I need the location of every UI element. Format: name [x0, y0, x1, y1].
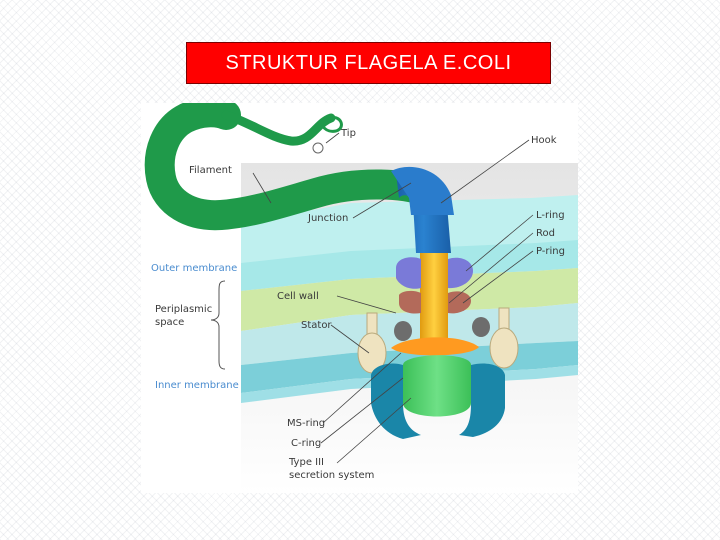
hook-top — [391, 166, 454, 215]
filament-tip-curl — [320, 116, 343, 133]
p-ring-right — [448, 291, 471, 314]
type-iii-secretion-system — [403, 355, 471, 417]
label-hook: Hook — [531, 135, 557, 146]
label-outer-membrane: Outer membrane — [151, 263, 237, 274]
label-p-ring: P-ring — [536, 246, 565, 257]
ms-ring — [391, 337, 479, 356]
periplasmic-bracket — [210, 280, 226, 370]
label-periplasmic-line1: Periplasmic — [155, 304, 212, 315]
label-junction: Junction — [307, 213, 348, 224]
rod — [420, 253, 448, 353]
flagellum-diagram: Tip Hook Filament Junction L-ring Rod P-… — [141, 103, 578, 493]
l-ring-left — [396, 257, 421, 289]
tip-icon — [312, 142, 324, 154]
page-title: STRUKTUR FLAGELA E.COLI — [225, 51, 512, 74]
p-ring-left — [399, 290, 421, 314]
label-periplasmic-line2: space — [155, 317, 184, 328]
label-filament: Filament — [189, 165, 232, 176]
label-c-ring: C-ring — [291, 438, 321, 449]
label-stator: Stator — [301, 320, 332, 331]
c-ring-right — [459, 363, 505, 437]
label-ms-ring: MS-ring — [287, 418, 325, 429]
stator-right — [489, 307, 519, 369]
filament-tail — [221, 110, 336, 146]
label-l-ring: L-ring — [536, 210, 565, 221]
filament — [144, 103, 441, 231]
title-box: STRUKTUR FLAGELA E.COLI — [186, 42, 551, 84]
l-ring-right — [448, 257, 473, 289]
leader-lines — [252, 132, 534, 464]
label-type3-line1: Type III — [288, 457, 324, 468]
label-rod: Rod — [536, 228, 555, 239]
label-cell-wall: Cell wall — [277, 291, 319, 302]
stator-back — [394, 317, 490, 341]
label-tip: Tip — [340, 128, 356, 139]
c-ring-left — [371, 363, 421, 439]
flagellum-illustration: Tip Hook Filament Junction L-ring Rod P-… — [144, 103, 578, 493]
label-inner-membrane: Inner membrane — [155, 380, 239, 391]
label-type3-line2: secretion system — [289, 470, 374, 481]
